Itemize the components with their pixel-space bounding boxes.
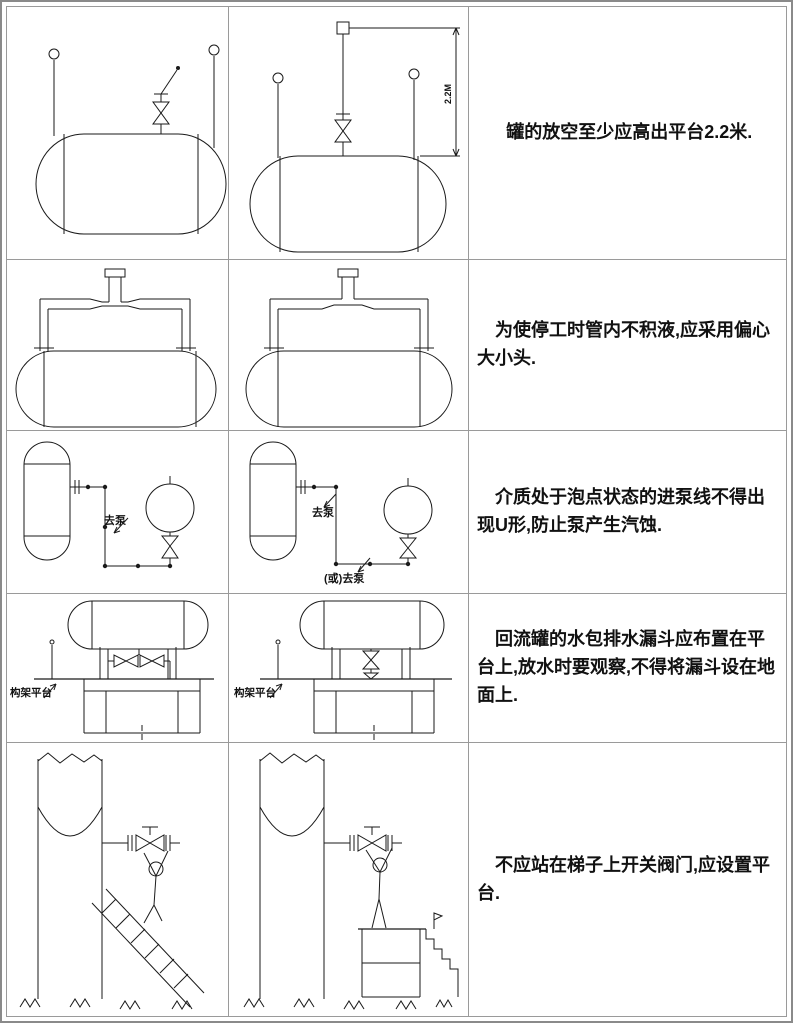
note-text: 介质处于泡点状态的进泵线不得出现U形,防止泵产生汽蚀.	[477, 487, 765, 535]
vertical-vessel	[249, 441, 296, 561]
row2-diagram-right	[229, 260, 469, 431]
row4-diagram-right: 构架平台	[229, 594, 469, 743]
row3-diagram-right: 去泵 (或)去泵	[229, 431, 469, 594]
horizontal-tank	[15, 350, 217, 428]
suction-line	[313, 486, 408, 565]
row5-diagram-left	[7, 743, 229, 1016]
person	[148, 861, 164, 876]
note-text: 回流罐的水包排水漏斗应布置在平台上,放水时要观察,不得将漏斗设在地面上.	[477, 629, 776, 705]
valve-icon	[398, 537, 417, 549]
row3-note-cell: 介质处于泡点状态的进泵线不得出现U形,防止泵产生汽蚀.	[469, 431, 786, 594]
valve-icon	[152, 101, 170, 114]
pipe-cap	[337, 268, 358, 278]
stairs	[425, 928, 458, 997]
row1-diagram-right: 2.2M	[229, 7, 469, 260]
or-to-pump-label: (或)去泵	[324, 571, 364, 585]
ground-hatch	[19, 997, 41, 1008]
valve-icon	[333, 119, 352, 132]
ladder	[105, 888, 205, 993]
break-symbol	[37, 751, 103, 764]
to-pump-label: 去泵	[104, 513, 126, 527]
horizontal-tank	[245, 350, 452, 428]
horizontal-tank	[249, 155, 446, 253]
valve-icon	[135, 833, 152, 852]
valve-icon	[357, 833, 373, 852]
vessel-bottom-head	[37, 806, 103, 836]
dimension-label: 2.2M	[443, 84, 453, 104]
horizontal-tank	[67, 600, 209, 650]
row4-note-cell: 回流罐的水包排水漏斗应布置在平台上,放水时要观察,不得将漏斗设在地面上.	[469, 594, 786, 743]
horizontal-tank	[35, 133, 227, 235]
drain-funnel-diagram-b: 构架平台	[234, 600, 452, 741]
manifold-diagram-b	[245, 268, 452, 428]
row4-diagram-left: 构架平台	[7, 594, 229, 743]
valve-icon	[361, 650, 380, 661]
diagram-grid: 2.2M 罐的放空至少应高出平台2.2米.	[6, 6, 787, 1017]
note-text: 不应站在梯子上开关阀门,应设置平台.	[477, 854, 770, 903]
note-text: 罐的放空至少应高出平台2.2米.	[506, 122, 753, 143]
valve-icon	[160, 535, 180, 547]
vessel-bottom-head	[259, 806, 324, 836]
tank-vent-diagram-b: 2.2M	[249, 21, 460, 253]
suction-line	[88, 486, 171, 567]
platform-label: 构架平台	[234, 686, 276, 699]
note-text: 为使停工时管内不积液,应采用偏心大小头.	[477, 320, 770, 368]
row5-diagram-right	[229, 743, 469, 1016]
valve-on-ladder-diagram	[19, 751, 205, 1010]
row3-diagram-left: 去泵	[7, 431, 229, 594]
pump	[145, 483, 195, 533]
row1-note-cell: 罐的放空至少应高出平台2.2米.	[469, 7, 786, 260]
pipe-cap	[104, 268, 126, 278]
row5-note-cell: 不应站在梯子上开关阀门,应设置平台.	[469, 743, 786, 1016]
pump	[383, 485, 432, 535]
valve-icon	[113, 654, 128, 668]
to-pump-label: 去泵	[312, 505, 334, 519]
tank-vent-diagram-a	[35, 44, 227, 235]
vertical-vessel	[23, 441, 71, 561]
pump-suction-diagram-a: 去泵	[23, 441, 195, 569]
vent-cap	[336, 21, 349, 35]
drain-funnel-diagram-a: 构架平台	[10, 600, 214, 741]
header-pipe	[40, 298, 190, 303]
row2-diagram-left	[7, 260, 229, 431]
platform-label: 构架平台	[10, 686, 52, 699]
break-symbol	[259, 751, 324, 764]
valve-on-platform-diagram	[243, 751, 458, 1010]
ground-hatch	[243, 997, 264, 1008]
pump-suction-diagram-b: 去泵 (或)去泵	[249, 441, 432, 585]
manifold-diagram-a	[15, 268, 217, 428]
row1-diagram-left	[7, 7, 229, 260]
funnel-icon	[362, 672, 379, 680]
row2-note-cell: 为使停工时管内不积液,应采用偏心大小头.	[469, 260, 786, 431]
horizontal-tank	[299, 600, 444, 650]
